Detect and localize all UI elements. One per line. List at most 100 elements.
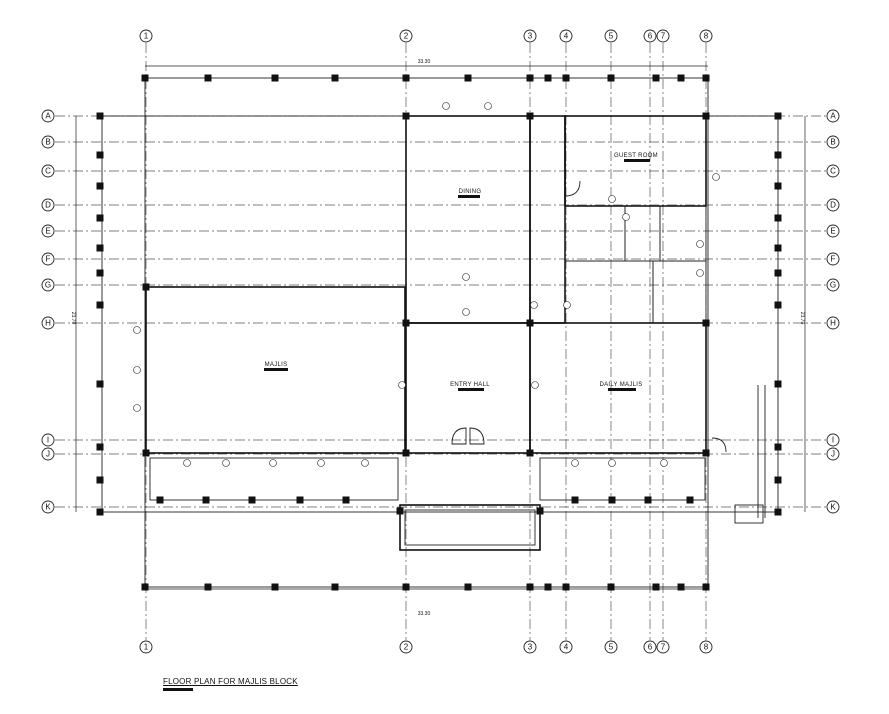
grid-bubble-A	[41, 109, 55, 123]
column	[141, 583, 149, 591]
grid-bubble-label: J	[46, 450, 50, 459]
grid-bubble-label: 2	[404, 32, 409, 41]
column	[156, 496, 164, 504]
column	[204, 74, 212, 82]
grid-bubble-label: J	[831, 450, 835, 459]
annotation-tag	[531, 381, 539, 389]
grid-bubble-label: D	[830, 201, 836, 210]
grid-bubble-G	[41, 278, 55, 292]
column	[331, 583, 339, 591]
dimension-lines: 33.30 33.30 23.70 23.70	[70, 59, 806, 617]
annotation-tag	[608, 459, 616, 467]
column	[774, 182, 782, 190]
annotation-tag	[530, 301, 538, 309]
column	[342, 496, 350, 504]
grid-bubble-7	[656, 640, 670, 654]
grid-bubble-C	[41, 164, 55, 178]
column	[142, 449, 150, 457]
annotation-tag	[269, 459, 277, 467]
column	[774, 214, 782, 222]
grid-bubble-label: 8	[704, 643, 709, 652]
room-label-entry-hall: ENTRY HALL	[450, 382, 490, 388]
grid-bubble-label: 5	[609, 643, 614, 652]
grid-bubble-I	[41, 433, 55, 447]
column	[652, 74, 660, 82]
column	[536, 507, 544, 515]
grid-bubble-7	[656, 29, 670, 43]
room-label-mark	[608, 388, 636, 391]
column	[402, 583, 410, 591]
column	[464, 583, 472, 591]
column	[402, 74, 410, 82]
grid-bubble-label: 1	[144, 32, 149, 41]
column	[96, 476, 104, 484]
grid-bubble-B	[41, 135, 55, 149]
grid-bubble-label: I	[47, 436, 49, 445]
dimension-right: 23.70	[799, 312, 805, 325]
grid-bubble-C	[826, 164, 840, 178]
column	[96, 269, 104, 277]
column	[774, 112, 782, 120]
grid-bubble-label: F	[46, 255, 51, 264]
column	[774, 151, 782, 159]
column	[774, 244, 782, 252]
grid-bubble-1	[139, 640, 153, 654]
grid-bubble-label: H	[45, 319, 51, 328]
room-label-mark	[264, 368, 288, 371]
column	[571, 496, 579, 504]
grid-bubble-4	[559, 640, 573, 654]
grid-bubble-3	[523, 640, 537, 654]
column	[96, 182, 104, 190]
column	[702, 74, 710, 82]
grid-bubble-F	[826, 252, 840, 266]
grid-bubble-label: C	[45, 167, 51, 176]
grid-bubble-label: 6	[648, 32, 653, 41]
grid-bubble-E	[41, 224, 55, 238]
column	[96, 301, 104, 309]
grid-bubble-6	[643, 29, 657, 43]
annotation-tag	[222, 459, 230, 467]
room-label-mark	[624, 159, 650, 162]
dimension-top: 33.30	[418, 59, 431, 65]
grid-bubble-G	[826, 278, 840, 292]
grid-bubble-E	[826, 224, 840, 238]
grid-bubble-6	[643, 640, 657, 654]
annotation-tag	[462, 308, 470, 316]
annotation-tag	[712, 173, 720, 181]
annotation-tag	[133, 404, 141, 412]
grid-bubble-label: 3	[528, 32, 533, 41]
structural-columns	[96, 74, 782, 591]
grid-bubble-label: 7	[661, 643, 666, 652]
annotation-tag	[622, 213, 630, 221]
grid-bubble-label: 5	[609, 32, 614, 41]
room-label-mark	[458, 388, 484, 391]
column	[96, 443, 104, 451]
column	[96, 151, 104, 159]
column	[608, 496, 616, 504]
grid-bubble-label: E	[45, 227, 50, 236]
column	[702, 583, 710, 591]
room-label-majlis: MAJLIS	[265, 362, 288, 368]
column	[686, 496, 694, 504]
column	[644, 496, 652, 504]
grid-bubble-label: F	[831, 255, 836, 264]
room-label-guest-room: GUEST ROOM	[614, 153, 658, 159]
column	[402, 112, 410, 120]
grid-bubble-1	[139, 29, 153, 43]
annotation-tag	[696, 240, 704, 248]
column	[96, 214, 104, 222]
annotation-tag	[660, 459, 668, 467]
annotation-tag	[442, 102, 450, 110]
grid-bubble-label: 6	[648, 643, 653, 652]
column	[526, 583, 534, 591]
grid-bubble-label: 1	[144, 643, 149, 652]
column	[562, 583, 570, 591]
column	[774, 269, 782, 277]
grid-bubble-label: A	[830, 112, 836, 121]
dimension-bottom: 33.30	[418, 611, 431, 617]
grid-bubble-label: K	[830, 503, 836, 512]
column	[607, 583, 615, 591]
grid-bubble-2	[399, 29, 413, 43]
grid-bubble-J	[826, 447, 840, 461]
